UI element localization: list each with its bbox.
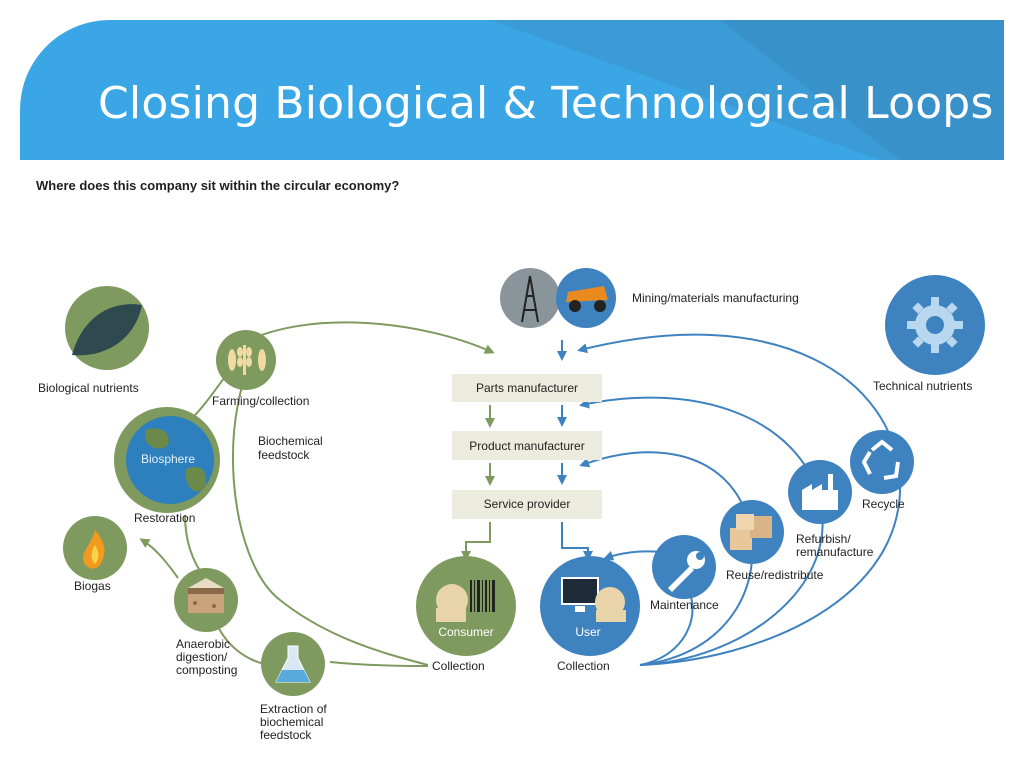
product-manufacturer-box: Product manufacturer <box>452 431 602 460</box>
computer-icon <box>561 577 599 612</box>
farming-label: Farming/collection <box>212 394 309 408</box>
node-farming: Farming/collection <box>212 330 309 408</box>
biological-nutrients-label: Biological nutrients <box>38 381 139 395</box>
node-recycle: Recycle <box>850 430 914 511</box>
node-consumer: Consumer Collection <box>416 556 516 673</box>
consumer-label: Consumer <box>438 625 493 639</box>
title-banner: Closing Biological & Technological Loops <box>20 20 1004 160</box>
node-extraction: Extraction of biochemical feedstock <box>260 632 327 742</box>
extraction-to-collection-line <box>329 661 429 667</box>
oil-rig-icon <box>521 275 539 323</box>
anaerobic-line-1: Anaerobic <box>176 637 230 651</box>
biogas-label: Biogas <box>74 579 111 593</box>
node-maintenance: Maintenance <box>650 535 719 612</box>
node-biosphere: Biosphere Restoration <box>114 407 220 525</box>
wrench-icon <box>668 551 705 592</box>
recycle-label: Recycle <box>862 497 905 511</box>
leaf-icon <box>72 304 142 356</box>
restoration-label: Restoration <box>134 511 195 525</box>
extraction-line-3: feedstock <box>260 728 312 742</box>
flask-icon <box>275 645 311 683</box>
reuse-label: Reuse/redistribute <box>726 568 824 582</box>
svg-text:Product manufacturer: Product manufacturer <box>469 439 584 453</box>
svg-text:Biochemical: Biochemical <box>258 434 323 448</box>
consumer-collection-label: Collection <box>432 659 485 673</box>
maintenance-to-user-arrow <box>603 550 661 561</box>
anaerobic-line-3: composting <box>176 663 237 677</box>
banner-shading <box>490 20 1004 160</box>
wheat-fish-icon <box>228 345 266 375</box>
barcode-icon <box>470 580 495 612</box>
node-anaerobic: Anaerobic digestion/ composting <box>174 568 238 677</box>
svg-text:feedstock: feedstock <box>258 448 310 462</box>
service-to-consumer-arrow <box>461 522 491 561</box>
gear-icon <box>907 297 963 353</box>
extraction-line-2: biochemical <box>260 715 323 729</box>
service-provider-box: Service provider <box>452 490 602 519</box>
mining-label: Mining/materials manufacturing <box>632 291 799 305</box>
question-text: Where does this company sit within the c… <box>36 178 400 193</box>
user-head <box>595 587 625 617</box>
biochemical-feedstock-label: Biochemical feedstock <box>258 434 323 462</box>
node-technical-nutrients: Technical nutrients <box>873 275 985 393</box>
node-biogas: Biogas <box>63 516 127 593</box>
mining-truck-icon <box>566 286 608 312</box>
maintenance-label: Maintenance <box>650 598 719 612</box>
node-mining: Mining/materials manufacturing <box>500 268 799 328</box>
refurbish-line-1: Refurbish/ <box>796 532 851 546</box>
svg-text:Parts manufacturer: Parts manufacturer <box>476 381 578 395</box>
recycle-icon <box>861 439 900 480</box>
biochemical-feedstock-loop <box>232 341 429 666</box>
service-to-user-arrow <box>561 522 593 561</box>
svg-text:Service provider: Service provider <box>484 497 571 511</box>
slide-title: Closing Biological & Technological Loops <box>98 78 994 129</box>
farming-to-parts-arrow <box>244 321 495 354</box>
node-user: User Collection <box>540 556 640 673</box>
user-collection-label: Collection <box>557 659 610 673</box>
node-biological-nutrients: Biological nutrients <box>38 286 149 395</box>
anaerobic-to-biogas-arrow <box>139 538 179 579</box>
refurbish-line-2: remanufacture <box>796 545 874 559</box>
user-label: User <box>575 625 600 639</box>
parts-manufacturer-box: Parts manufacturer <box>452 374 602 402</box>
anaerobic-line-2: digestion/ <box>176 650 228 664</box>
factory-icon <box>802 474 838 510</box>
soil-icon <box>188 578 224 613</box>
technical-nutrients-label: Technical nutrients <box>873 379 972 393</box>
biosphere-label: Biosphere <box>141 452 195 466</box>
boxes-icon <box>730 514 772 550</box>
extraction-line-1: Extraction of <box>260 702 327 716</box>
node-reuse: Reuse/redistribute <box>720 500 824 582</box>
node-refurbish: Refurbish/ remanufacture <box>788 460 874 559</box>
